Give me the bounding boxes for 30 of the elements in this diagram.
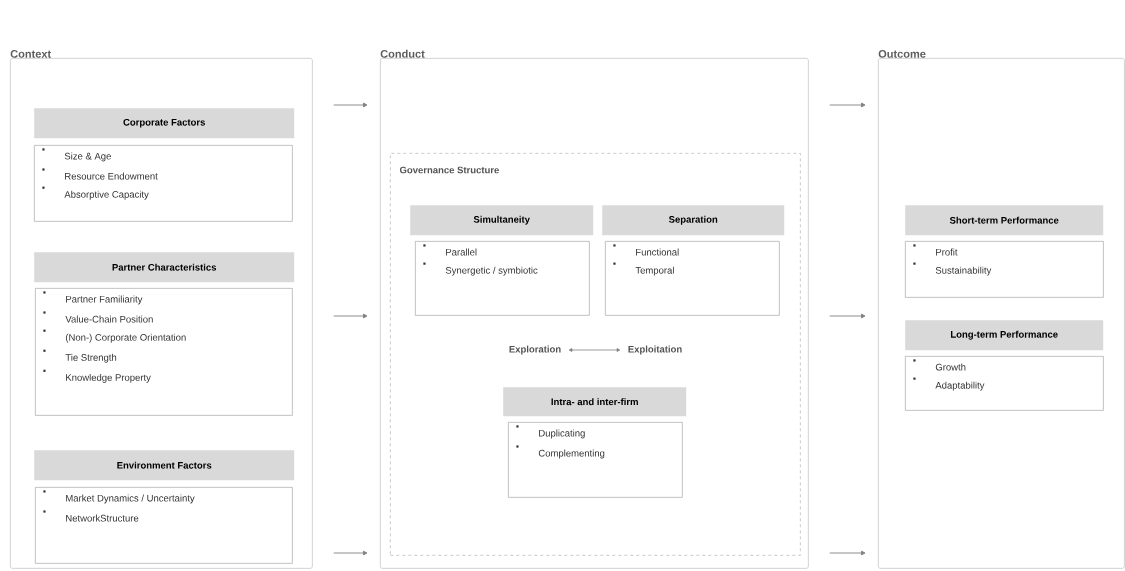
node-label: Conduct [380, 49, 425, 58]
item-list: Functional Temporal [605, 241, 780, 316]
item-list: Growth Adaptability [905, 356, 1104, 411]
arrow [829, 102, 866, 108]
concept-label: Exploitation [628, 345, 682, 355]
double-arrow [568, 348, 621, 352]
item-list: Partner Familiarity Value-Chain Position (Non-) Corporate Orientation Tie Strength Knowledge Property [35, 288, 293, 416]
item-list: Market Dynamics / Uncertainty NetworkStructure [35, 487, 293, 564]
header-bar: Simultaneity [410, 205, 594, 236]
header-bar: Intra- and inter-firm [503, 387, 687, 417]
concept-label: Exploration [509, 345, 561, 355]
arrow [333, 550, 368, 556]
header-bar: Partner Characteristics [34, 252, 295, 283]
arrow [333, 102, 368, 108]
item-list: Duplicating Complementing [508, 422, 683, 498]
header-bar: Corporate Factors [34, 108, 295, 139]
item-list: Parallel Synergetic / symbiotic [415, 241, 590, 316]
arrow [333, 313, 368, 319]
arrow [829, 313, 866, 319]
item-list: Profit Sustainability [905, 241, 1104, 298]
group-box [390, 153, 801, 556]
arrow [829, 550, 866, 556]
group-title: Governance Structure [399, 166, 499, 174]
node-label: Context [10, 50, 52, 58]
header-bar: Separation [602, 205, 785, 236]
node-label: Outcome [878, 50, 926, 58]
header-bar: Environment Factors [34, 450, 295, 481]
header-bar: Short-term Performance [905, 205, 1104, 236]
header-bar: Long-term Performance [905, 320, 1104, 351]
item-list: Size & Age Resource Endowment Absorptive Capacity [34, 145, 293, 222]
